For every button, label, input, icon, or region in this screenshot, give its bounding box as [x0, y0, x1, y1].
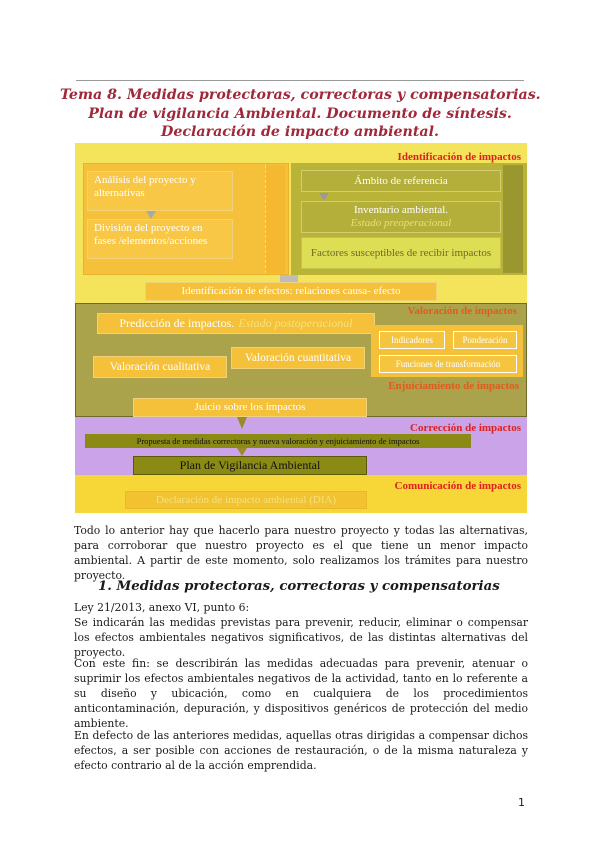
header-rule	[76, 80, 524, 81]
comunicacion-label: Comunicación de impactos	[394, 480, 522, 492]
propuesta-box: Propuesta de medidas correctoras y nueva…	[85, 434, 471, 448]
medio-vertical-strip	[503, 165, 523, 273]
arrow-analisis-division	[146, 211, 156, 219]
cualitativa-box: Valoración cualitativa	[93, 356, 227, 378]
division-box: División del proyecto en fases /elemento…	[87, 219, 233, 259]
inventario-label: Inventario ambiental.	[353, 204, 449, 216]
analisis-box: Análisis del proyecto y alternativas	[87, 171, 233, 211]
indicadores-box: Indicadores	[379, 331, 445, 349]
title-line-3: Declaración de impacto ambiental.	[161, 124, 439, 140]
arrow-to-correccion	[237, 417, 247, 429]
valoracion-label: Valoración de impactos	[407, 305, 517, 317]
prediccion-label: Predicción de impactos.	[119, 316, 235, 330]
ponderacion-box: Ponderación	[453, 331, 517, 349]
title-line-2: Plan de vigilancia Ambiental. Documento …	[88, 105, 512, 122]
funciones-box: Funciones de transformación	[379, 355, 517, 373]
enjuiciamiento-label: Enjuiciamiento de impactos	[388, 380, 519, 392]
proyecto-vertical-strip	[265, 165, 285, 273]
law-reference: Ley 21/2013, anexo VI, punto 6:	[74, 601, 250, 614]
juicio-box: Juicio sobre los impactos	[133, 398, 367, 417]
paragraph-2: Se indicarán las medidas previstas para …	[74, 616, 528, 659]
inventario-box: Inventario ambiental. Estado preoperacio…	[301, 201, 501, 233]
page-title: Tema 8. Medidas protectoras, correctoras…	[60, 86, 541, 142]
ambito-box: Ámbito de referencia	[301, 170, 501, 192]
correccion-label: Corrección de impactos	[410, 422, 521, 434]
arrow-ambito-inventario	[319, 193, 329, 201]
efectos-box: Identificación de efectos: relaciones ca…	[145, 282, 437, 301]
page-number: 1	[518, 796, 525, 809]
dia-box: Declaración de impacto ambiental (DIA)	[125, 491, 367, 509]
prediccion-box: Predicción de impactos. Estado postopera…	[97, 313, 375, 334]
prediccion-sublabel: Estado postoperacional	[238, 316, 353, 330]
arrow-to-efectos	[280, 275, 298, 283]
identificacion-label: Identificación de impactos	[397, 151, 521, 163]
title-line-1: Tema 8. Medidas protectoras, correctoras…	[60, 87, 541, 103]
paragraph-3: Con este fin: se describirán las medidas…	[74, 657, 528, 730]
inventario-sublabel: Estado preoperacional	[350, 217, 452, 229]
factores-box: Factores susceptibles de recibir impacto…	[301, 237, 501, 269]
section-heading: 1. Medidas protectoras, correctoras y co…	[98, 579, 500, 594]
arrow-to-plan	[237, 448, 247, 456]
eia-process-diagram: Análisis del proyecto y alternativas Div…	[75, 143, 527, 513]
paragraph-4: En defecto de las anteriores medidas, aq…	[74, 729, 528, 772]
cuantitativa-box: Valoración cuantitativa	[231, 347, 365, 369]
paragraph-1: Todo lo anterior hay que hacerlo para nu…	[74, 524, 528, 582]
plan-box: Plan de Vigilancia Ambiental	[133, 456, 367, 475]
